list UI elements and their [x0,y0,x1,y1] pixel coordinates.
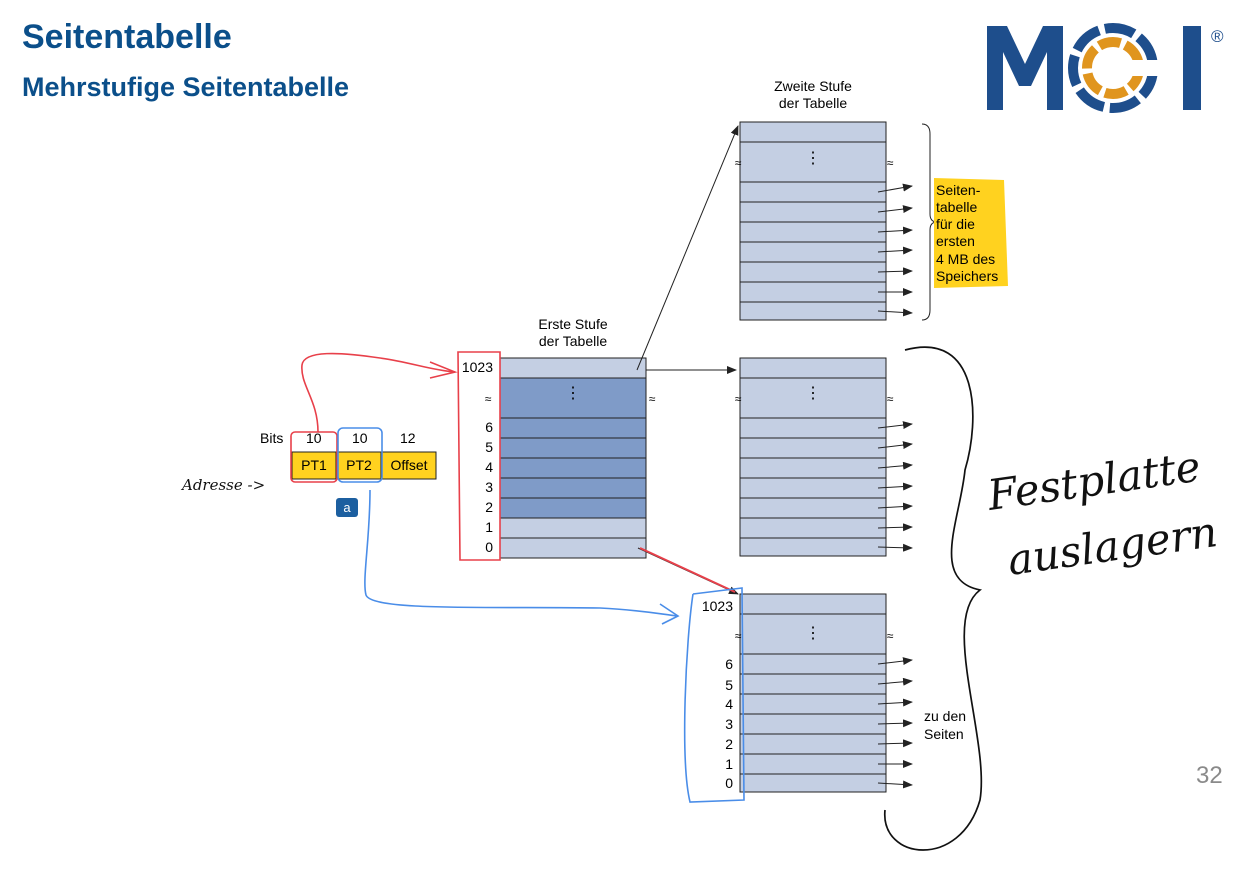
bits-pt1: 10 [306,430,322,446]
first-level-index: 5 [485,439,493,455]
logo-letter-i [1183,26,1201,110]
address-fields: Bits 10 10 12 PT1 PT2 Offset a [260,430,437,517]
field-pt1-label: PT1 [301,457,327,473]
bottom-index: 3 [725,716,733,732]
handwritten-note-line2: auslagern [1005,507,1221,585]
bottom-index: 5 [725,677,733,693]
svg-text:≈: ≈ [649,392,656,406]
bottom-index: 2 [725,736,733,752]
field-offset [381,451,437,480]
first-level-caption-1: Erste Stufe [538,316,607,332]
svg-text:≈: ≈ [735,156,742,170]
svg-text:⋮: ⋮ [805,385,821,402]
second-level-table-bottom: ⋮ ≈ ≈ 1023 6 5 4 3 2 1 0 zu den Seiten [702,593,966,793]
page-number: 32 [1196,762,1223,789]
page-title: Seitentabelle [22,18,232,56]
svg-text:⋮: ⋮ [805,625,821,642]
page-subtitle: Mehrstufige Seitentabelle [22,72,350,102]
bottom-note-line: zu den [924,708,966,724]
red-pen-annotations [290,351,736,593]
second-level-table-middle: ⋮ ≈ ≈ [735,357,913,557]
mci-logo: ® [985,20,1245,115]
bottom-index: 6 [725,656,733,672]
pointer-1023-to-top [636,125,739,371]
second-level-table-top: Zweite Stufe der Tabelle ⋮ ≈ ≈ Seiten- t… [735,78,1008,321]
bottom-index: 4 [725,696,733,712]
first-level-index: 2 [485,499,493,515]
top-note-line: 4 MB des [936,251,995,267]
logo-letter-m [987,26,1063,110]
figure-label: a [343,500,351,515]
first-level-index: 4 [485,459,493,475]
svg-text:≈: ≈ [735,392,742,406]
svg-text:≈: ≈ [485,392,492,406]
top-note-line: ersten [936,233,975,249]
second-level-caption-2: der Tabelle [779,95,847,111]
logo-c-ring [1068,23,1163,113]
top-note-line: für die [936,216,975,232]
bottom-index-1023: 1023 [702,598,733,614]
first-level-index: 6 [485,419,493,435]
bits-pt2: 10 [352,430,368,446]
black-pen-annotations [884,346,983,851]
bits-label: Bits [260,430,283,446]
figure-label-box [336,498,358,517]
blue-pen-annotations [337,427,745,803]
top-note-line: tabelle [936,199,977,215]
first-level-index-1023: 1023 [462,359,493,375]
first-level-index: 3 [485,479,493,495]
logo-registered: ® [1211,27,1224,46]
svg-text:⋮: ⋮ [565,385,581,402]
svg-text:≈: ≈ [887,156,894,170]
bottom-index: 1 [725,756,733,772]
svg-text:≈: ≈ [887,629,894,643]
handwritten-note-line1: Festplatte [984,442,1204,520]
top-note-line: Seiten- [936,182,981,198]
field-pt2-label: PT2 [346,457,372,473]
svg-text:≈: ≈ [887,392,894,406]
first-level-index: 0 [485,539,493,555]
field-pt1 [291,451,337,480]
field-pt2 [336,451,382,480]
first-level-index: 1 [485,519,493,535]
bottom-note-line: Seiten [924,726,964,742]
field-offset-label: Offset [390,457,427,473]
second-level-caption-1: Zweite Stufe [774,78,852,94]
top-note-line: Speichers [936,268,998,284]
bits-offset: 12 [400,430,416,446]
svg-text:⋮: ⋮ [805,150,821,167]
first-level-caption-2: der Tabelle [539,333,607,349]
note-highlight [934,178,1008,288]
svg-text:≈: ≈ [735,629,742,643]
first-level-table: Erste Stufe der Tabelle ⋮ ≈ ≈ 1023 6 5 4… [462,316,656,559]
handwritten-address-label: Adresse -> [180,476,265,494]
bottom-index: 0 [725,775,733,791]
